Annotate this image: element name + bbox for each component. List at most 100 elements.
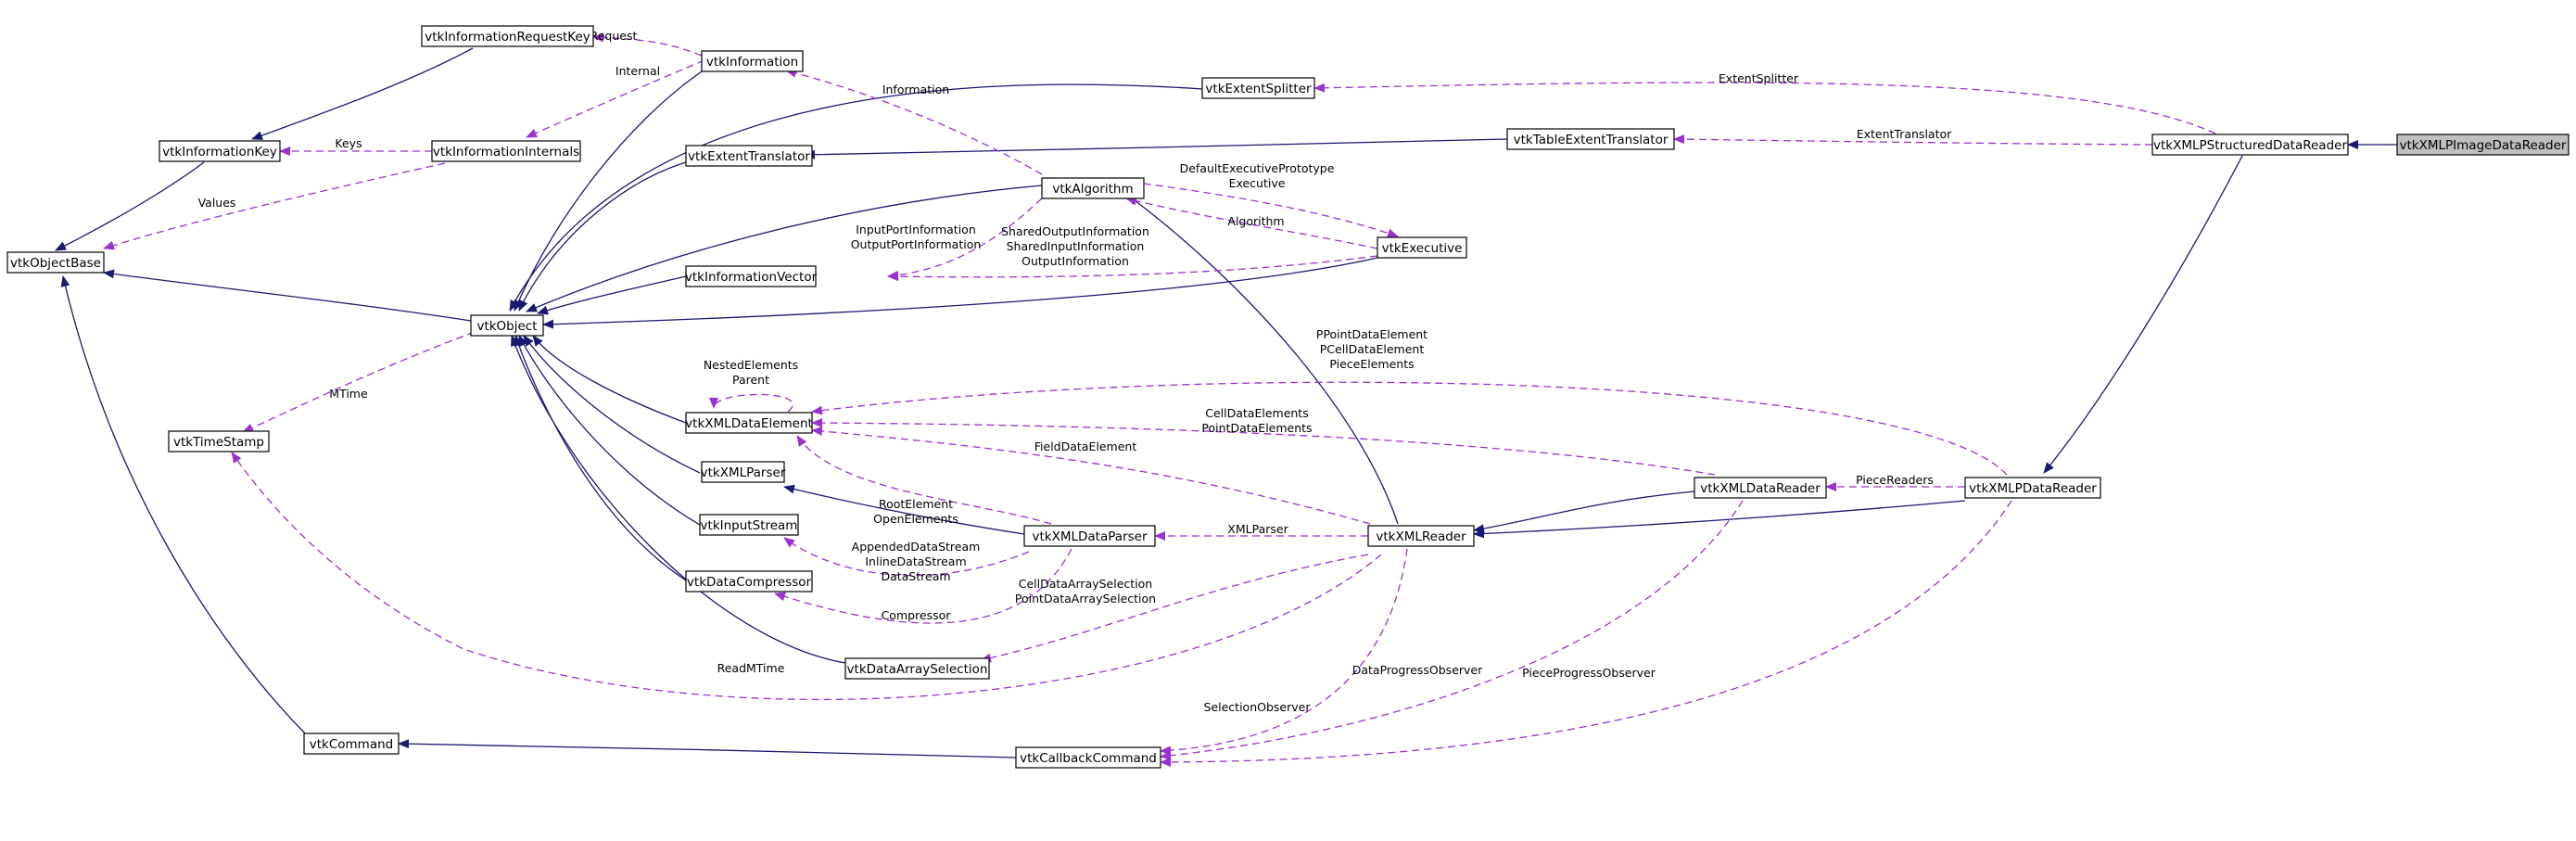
edge-callbackcommand-to-command [398,739,1017,758]
edge-executive-sharedinfo-informationvector [887,255,1378,282]
node-label: vtkInformationRequestKey [425,30,590,45]
node-label: vtkXMLPStructuredDataReader [2153,138,2347,153]
edge-label-line: SharedOutputInformation [1001,224,1149,238]
node-vtkInformationKey[interactable]: vtkInformationKey [159,140,281,162]
edge-label-line: PPointDataElement [1316,327,1428,341]
node-vtkInformationVector[interactable]: vtkInformationVector [685,265,818,287]
node-vtkXMLDataParser[interactable]: vtkXMLDataParser [1023,525,1156,547]
edge-pdatareader-ppoint-xmldataelement [811,381,2008,476]
edge-xmldataparser-appended-inputstream [783,537,1030,577]
edge-label-line: ExtentSplitter [1719,71,1799,85]
node-box [685,145,813,167]
edge-label-line: SelectionObserver [1204,700,1312,714]
node-vtkXMLParser[interactable]: vtkXMLParser [701,461,786,483]
edge-xmlparser-to-object [523,335,701,474]
node-vtkDataCompressor[interactable]: vtkDataCompressor [685,570,813,593]
node-vtkTableExtentTranslator[interactable]: vtkTableExtentTranslator [1506,128,1675,150]
node-box [168,430,270,452]
node-box [470,314,544,337]
edge-label-xmlparser: XMLParser [1227,522,1288,536]
node-vtkInformation[interactable]: vtkInformation [701,50,804,72]
node-vtkExecutive[interactable]: vtkExecutive [1377,236,1467,259]
node-vtkExtentTranslator[interactable]: vtkExtentTranslator [685,145,813,167]
node-vtkObject[interactable]: vtkObject [470,314,544,337]
edge-label-line: ExtentTranslator [1857,127,1952,141]
node-box [159,140,281,162]
node-vtkXMLDataReader[interactable]: vtkXMLDataReader [1694,477,1827,499]
edge-label-line: ReadMTime [717,661,785,675]
node-vtkXMLPDataReader[interactable]: vtkXMLPDataReader [1964,477,2101,499]
node-vtkTimeStamp[interactable]: vtkTimeStamp [168,430,270,452]
node-vtkInformationRequestKey[interactable]: vtkInformationRequestKey [421,25,594,47]
node-box [2151,134,2349,156]
edge-label-line: CellDataElements [1205,406,1308,420]
edge-label-algorithm: Algorithm [1227,214,1284,228]
node-label: vtkInformationInternals [433,145,579,159]
node-vtkXMLPStructuredDataReader[interactable]: vtkXMLPStructuredDataReader [2151,134,2349,156]
node-label: vtkXMLDataReader [1700,481,1821,496]
edge-xmldataparser-to-xmlparser [783,484,1025,535]
edge-label-fielddata: FieldDataElement [1034,440,1137,453]
edge-label-line: PCellDataElement [1320,342,1425,356]
edge-label-line: InlineDataStream [865,554,966,568]
edge-xmldataelement-to-object [532,335,687,424]
node-label: vtkDataArraySelection [847,662,988,677]
node-box [685,570,813,593]
node-vtkInputStream[interactable]: vtkInputStream [699,514,799,536]
edge-algorithm-information-information [785,68,1043,175]
edge-information-to-object [514,69,705,312]
node-vtkDataArraySelection[interactable]: vtkDataArraySelection [844,657,990,680]
node-vtkAlgorithm[interactable]: vtkAlgorithm [1041,177,1145,199]
node-vtkCommand[interactable]: vtkCommand [303,733,400,755]
node-vtkXMLDataElement[interactable]: vtkXMLDataElement [685,412,813,434]
edge-label-line: Keys [335,136,362,150]
node-label: vtkExtentSplitter [1205,82,1312,96]
edge-label-line: XMLParser [1227,522,1288,536]
edge-label-line: InputPortInformation [856,223,976,236]
node-vtkExtentSplitter[interactable]: vtkExtentSplitter [1201,77,1315,99]
node-label: vtkTimeStamp [173,435,264,450]
edge-label-extent-splitter: ExtentSplitter [1719,71,1799,85]
node-label: vtkXMLParser [701,465,786,480]
edge-label-line: NestedElements [704,358,798,372]
node-label: vtkXMLReader [1376,529,1466,544]
edge-label-line: Executive [1229,176,1286,190]
node-label: vtkInputStream [701,518,798,533]
edge-label-pieceprogress: PieceProgressObserver [1522,666,1656,680]
node-label: vtkObject [476,319,537,334]
edge-pstructured-extentsplitter [1313,82,2216,134]
node-label: vtkExtentTranslator [688,149,810,164]
node-label: vtkXMLDataParser [1033,529,1148,544]
edge-label-line: PieceProgressObserver [1522,666,1656,680]
edge-informationvector-to-object [537,275,687,315]
edge-label-piece-readers: PieceReaders [1856,473,1934,487]
edge-label-line: AppendedDataStream [852,540,981,554]
node-vtkCallbackCommand[interactable]: vtkCallbackCommand [1015,746,1161,769]
edge-datacompressor-to-object [514,335,687,581]
edge-label-line: PieceReaders [1856,473,1934,487]
edge-pdatareader-to-xmlreader [1473,500,1966,539]
node-vtkObjectBase[interactable]: vtkObjectBase [6,251,105,274]
node-vtkXMLReader[interactable]: vtkXMLReader [1367,525,1475,547]
edge-xmldatareader-celldata-xmldataelement [811,418,1716,476]
edge-label-selobs: SelectionObserver [1204,700,1312,714]
node-label: vtkXMLPDataReader [1969,481,2097,496]
edge-pstructured-extenttranslator [1673,134,2153,146]
edge-label-extent-translator: ExtentTranslator [1857,127,1952,141]
edge-label-line: Parent [732,373,769,387]
edge-label-line: OpenElements [873,512,958,526]
node-vtkInformationInternals[interactable]: vtkInformationInternals [431,140,581,162]
node-box [1694,477,1827,499]
edge-information-internal-internals [526,59,705,138]
node-vtkXMLPImageDataReader[interactable]: vtkXMLPImageDataReader [2396,134,2570,156]
edge-label-information: Information [882,83,949,96]
node-box [1201,77,1315,99]
node-box [1964,477,2101,499]
node-label: vtkInformationKey [162,145,277,159]
